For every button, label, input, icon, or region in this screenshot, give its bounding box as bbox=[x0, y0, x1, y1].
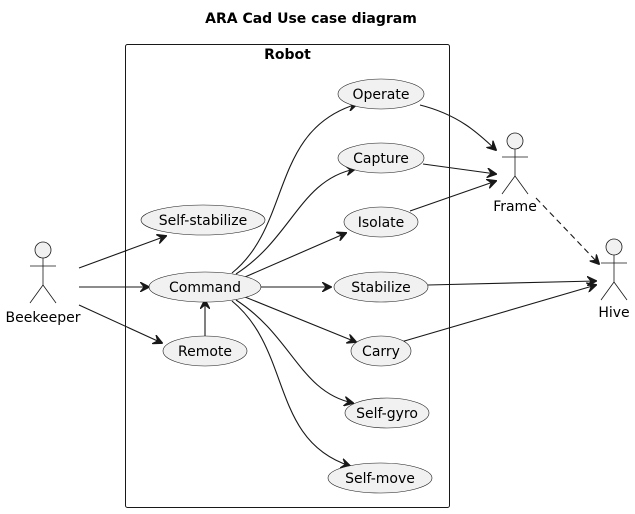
use-case-self-stabilize: Self-stabilize bbox=[140, 204, 266, 236]
use-case-label: Self-gyro bbox=[356, 406, 418, 422]
edge-command-isolate bbox=[244, 233, 346, 278]
actor-figure-icon bbox=[29, 241, 57, 304]
use-case-label: Carry bbox=[362, 344, 400, 360]
use-case-label: Stabilize bbox=[351, 280, 410, 296]
use-case-stabilize: Stabilize bbox=[333, 271, 429, 303]
edge-carry-hive bbox=[400, 285, 596, 343]
edge-isolate-frame bbox=[409, 181, 496, 212]
relations bbox=[78, 104, 599, 466]
diagram-title: ARA Cad Use case diagram bbox=[205, 11, 417, 27]
edge-beekeeper-remote bbox=[78, 304, 162, 343]
use-case-self-gyro: Self-gyro bbox=[344, 397, 430, 429]
actor-figure-icon bbox=[600, 238, 628, 301]
use-case-capture: Capture bbox=[337, 142, 425, 174]
use-case-label: Operate bbox=[353, 87, 410, 103]
edge-operate-frame bbox=[419, 104, 496, 150]
use-case-remote: Remote bbox=[162, 335, 248, 367]
system-boundary-title: Robot bbox=[264, 47, 311, 63]
edge-command-self-gyro bbox=[235, 299, 353, 403]
use-case-self-move: Self-move bbox=[327, 462, 433, 494]
edge-command-self-move bbox=[231, 300, 350, 466]
actor-label: Frame bbox=[493, 199, 537, 215]
actor-figure-icon bbox=[501, 132, 529, 195]
use-case-carry: Carry bbox=[350, 335, 412, 367]
use-case-command: Command bbox=[148, 271, 262, 303]
actor-frame: Frame bbox=[493, 132, 537, 215]
edge-stabilize-hive bbox=[427, 281, 596, 285]
use-case-label: Command bbox=[169, 280, 241, 296]
actor-beekeeper: Beekeeper bbox=[6, 241, 81, 326]
edge-command-operate bbox=[231, 104, 357, 274]
actor-label: Beekeeper bbox=[6, 310, 81, 326]
use-case-operate: Operate bbox=[337, 78, 425, 110]
use-case-label: Capture bbox=[353, 151, 409, 167]
use-case-label: Self-stabilize bbox=[159, 213, 247, 229]
edge-command-carry bbox=[244, 296, 356, 342]
edge-command-capture bbox=[235, 169, 355, 275]
use-case-label: Self-move bbox=[345, 471, 415, 487]
edge-beekeeper-self-stabilize bbox=[78, 236, 166, 269]
actor-label: Hive bbox=[598, 305, 629, 321]
edge-frame-hive bbox=[535, 197, 599, 264]
use-case-label: Remote bbox=[178, 344, 232, 360]
use-case-label: Isolate bbox=[358, 215, 405, 231]
edge-capture-frame bbox=[422, 163, 496, 174]
actor-hive: Hive bbox=[598, 238, 630, 321]
use-case-isolate: Isolate bbox=[343, 206, 419, 238]
